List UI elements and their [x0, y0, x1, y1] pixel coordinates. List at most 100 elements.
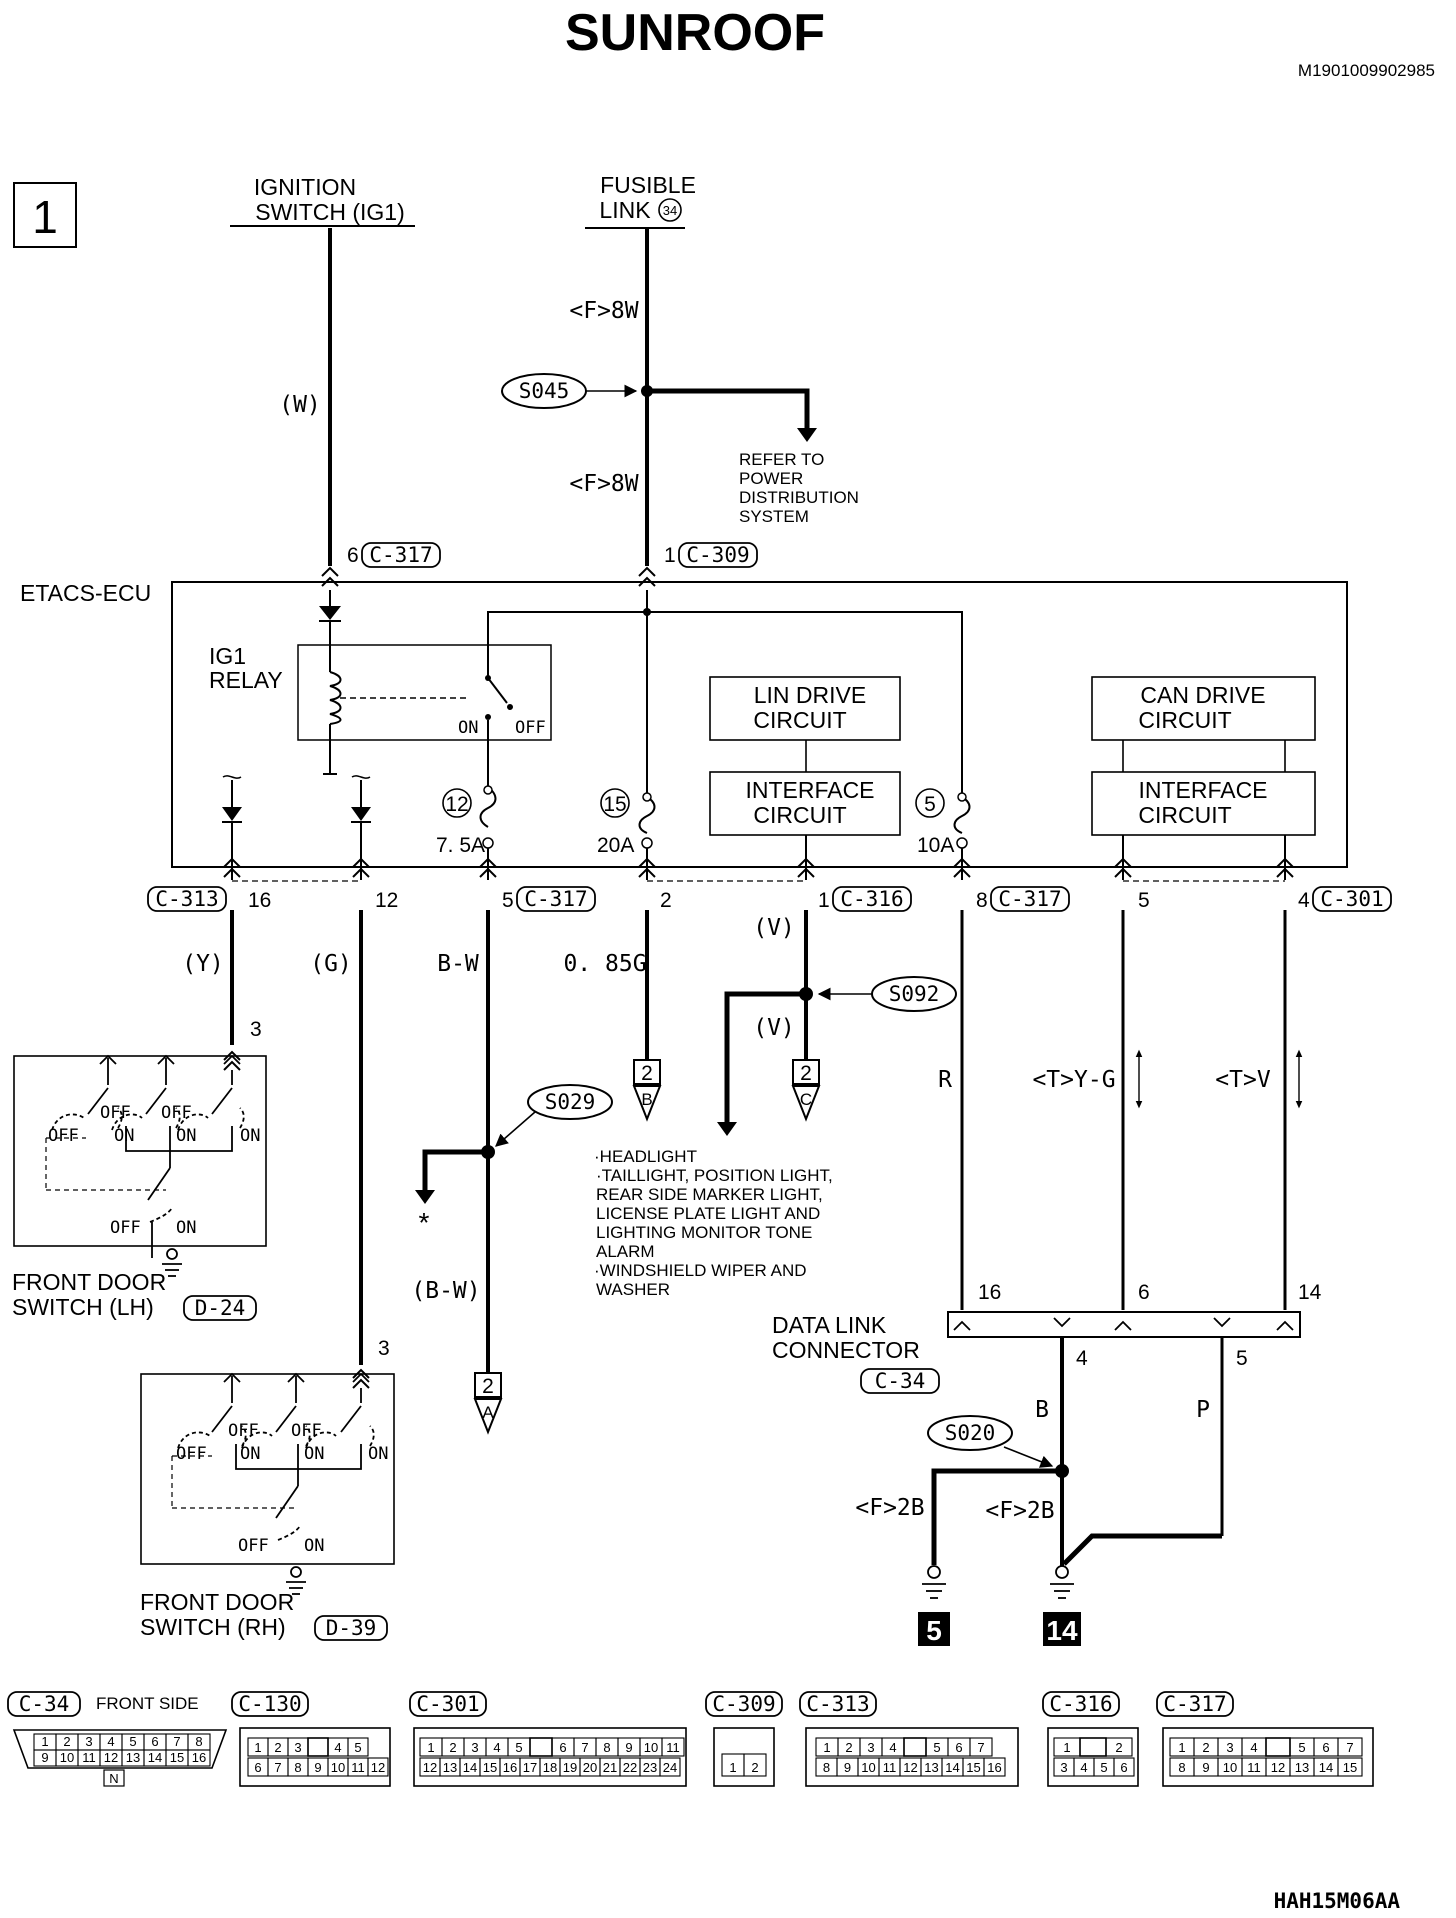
ig1-relay-box — [297, 644, 552, 741]
connector-pin-label: 6 — [254, 1760, 261, 1775]
connector-pin-label: 8 — [1178, 1760, 1185, 1775]
wire-color-v-upper: (V) — [753, 915, 795, 941]
legend-c34-tag — [7, 1691, 81, 1717]
fuse-5-bottom — [956, 837, 968, 849]
power-distribution-arrow — [797, 428, 817, 442]
legend-c130-tag — [231, 1691, 309, 1717]
connector-pin-label: 7 — [581, 1740, 588, 1755]
connector-pin-label: 12 — [104, 1750, 118, 1765]
fuse-15-badge — [600, 788, 630, 818]
ref-b-triangle — [632, 1085, 662, 1122]
refer-line-2: POWER — [739, 469, 803, 488]
lin-drive-circuit-box — [709, 676, 901, 741]
connector-pin-label: 5 — [354, 1740, 361, 1755]
relay-coil — [329, 671, 342, 725]
legend-c317-label: C-317 — [1163, 1692, 1226, 1716]
connector-pin-label: 3 — [867, 1740, 874, 1755]
page-title: SUNROOF — [565, 4, 825, 62]
fusible-link-label-1: FUSIBLE — [600, 172, 696, 198]
lin-drive-label-1: LIN DRIVE — [754, 682, 866, 708]
relay-blade — [487, 677, 508, 704]
connector-pin-label: 1 — [41, 1734, 48, 1749]
connector-pin-label: 1 — [254, 1740, 261, 1755]
note-line-7: ·WINDSHIELD WIPER AND — [594, 1261, 807, 1280]
connector-pin-label: 8 — [195, 1734, 202, 1749]
pin-16: 16 — [248, 889, 271, 912]
connector-pin-label: 11 — [1247, 1760, 1261, 1775]
legend-c313-shell — [805, 1727, 1019, 1787]
s092-branch-arrow — [717, 1122, 737, 1136]
chevron-fl-a — [638, 566, 656, 577]
legend-c313-tag — [799, 1691, 877, 1717]
wire-color-p: P — [1196, 1397, 1210, 1423]
connector-pin-label: 5 — [1298, 1740, 1305, 1755]
connector-pin-label: 1 — [1178, 1740, 1185, 1755]
pin-6: 6 — [347, 544, 359, 567]
c130grid-cell — [367, 1757, 389, 1777]
rh-entry-chevron-b — [352, 1378, 370, 1389]
rh-entry-chevron-a — [352, 1368, 370, 1379]
can-interface-box — [1091, 771, 1316, 836]
relay-on-contact — [485, 714, 491, 720]
dlc-pin-16: 16 — [978, 1281, 1001, 1304]
connector-pin-label: 8 — [823, 1760, 830, 1775]
c301grid-cell — [661, 1737, 685, 1757]
pin-5b: 5 — [1138, 889, 1150, 912]
wire-color-v-lower: (V) — [753, 1015, 795, 1041]
splice-s020-label: S020 — [945, 1421, 996, 1445]
fuse-12-top — [483, 785, 493, 795]
connector-pin-label: 14 — [945, 1760, 959, 1775]
dlc-pin-5: 5 — [1236, 1347, 1248, 1370]
connector-c309-top-label: C-309 — [686, 543, 749, 567]
connector-pin-label: 7 — [173, 1734, 180, 1749]
connector-d24-label: D-24 — [195, 1296, 246, 1320]
legend-c34-label: C-34 — [19, 1692, 70, 1716]
connector-pin-label: 13 — [924, 1760, 938, 1775]
front-door-switch-rh-box — [140, 1373, 395, 1565]
lin-interface-label-2: CIRCUIT — [753, 802, 846, 828]
connector-pin-label: 2 — [274, 1740, 281, 1755]
connector-pin-label: 10 — [644, 1740, 658, 1755]
figure-code: HAH15M06AA — [1274, 1889, 1401, 1913]
wire-color-tv: <T>V — [1215, 1067, 1271, 1093]
rh-on-1: ON — [240, 1444, 260, 1464]
fuse-5-number: 5 — [924, 793, 936, 816]
lin-drive-label-2: CIRCUIT — [753, 707, 846, 733]
chevron-fl-b — [638, 576, 656, 587]
fuse-15-number: 15 — [603, 793, 626, 816]
ref-a-triangle — [473, 1398, 503, 1435]
connector-pin-label: 22 — [623, 1760, 637, 1775]
ref-b-letter: B — [641, 1090, 652, 1109]
ignition-switch-label-1: IGNITION — [254, 174, 356, 200]
ground-5-badge — [918, 1612, 950, 1646]
fuse-5-badge — [915, 788, 945, 818]
note-line-4: LICENSE PLATE LIGHT AND — [596, 1204, 820, 1223]
pin-1-top: 1 — [664, 544, 676, 567]
connector-c309-top — [678, 542, 758, 568]
connector-pin-label: 6 — [955, 1740, 962, 1755]
rh-input-break — [351, 775, 371, 779]
fusible-number: 34 — [663, 203, 677, 218]
bus-node — [643, 608, 651, 616]
c34grid-cell — [187, 1749, 211, 1767]
connector-pin-label: 16 — [192, 1750, 206, 1765]
fusible-link-label-2: LINK — [599, 197, 651, 223]
rh-switch-pin: 3 — [378, 1337, 390, 1360]
fuse-15 — [638, 796, 656, 834]
wire-color-b: B — [1035, 1397, 1049, 1423]
connector-pin-label: 4 — [1080, 1760, 1087, 1775]
connector-d39 — [314, 1615, 388, 1641]
pin-12: 12 — [375, 889, 398, 912]
fuse-15-bottom — [641, 837, 653, 849]
ground-14-number: 14 — [1046, 1615, 1078, 1646]
s020-pointer — [1003, 1446, 1054, 1468]
connector-pin-label: 24 — [663, 1760, 677, 1775]
connector-pin-label: 1 — [729, 1760, 736, 1775]
splice-s045-label: S045 — [519, 379, 570, 403]
note-line-3: REAR SIDE MARKER LIGHT, — [596, 1185, 823, 1204]
wire-color-tyg: <T>Y-G — [1032, 1067, 1115, 1093]
connector-pin-label: 14 — [1319, 1760, 1333, 1775]
connector-pin-label: 5 — [515, 1740, 522, 1755]
